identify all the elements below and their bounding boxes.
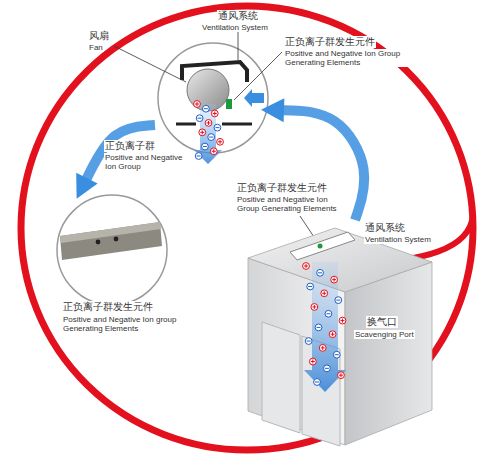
ion-sign — [197, 156, 201, 157]
ion — [195, 153, 202, 160]
ion — [325, 310, 332, 317]
ion-sign — [307, 341, 311, 342]
part-label-english: Positive and Negative Ion Group Generati… — [284, 49, 422, 67]
ion-element — [226, 99, 232, 109]
part-label-english: Ventilation System — [364, 235, 432, 244]
elevator-cabin: 换气口 Scavenging Port — [240, 220, 435, 448]
ion-sign — [331, 332, 335, 336]
air-arrow — [244, 89, 264, 107]
ion — [314, 379, 321, 386]
ion-sign — [322, 291, 326, 295]
ion-sign — [209, 137, 213, 138]
element-plate — [60, 222, 161, 243]
ion — [315, 324, 322, 331]
ion-sign — [312, 305, 316, 309]
ion — [202, 143, 209, 150]
ion-sign — [321, 346, 325, 350]
ion-sign — [335, 354, 339, 355]
ion — [208, 134, 215, 141]
ion — [205, 120, 212, 127]
ion — [329, 331, 336, 338]
ion-sign — [207, 121, 211, 125]
ion — [305, 338, 312, 345]
part-label-english: Positive and Negative Ion Group — [104, 153, 194, 171]
part-label: 正负离子群发生元件 — [236, 182, 328, 194]
ion — [335, 297, 342, 304]
ion — [303, 263, 310, 270]
ion-flow-arrow — [304, 262, 346, 392]
ion — [324, 365, 331, 372]
element-hole — [114, 237, 119, 242]
ion-sign — [213, 111, 217, 115]
ion-sign — [203, 146, 207, 147]
ion — [307, 283, 314, 290]
ventilation-circle — [158, 43, 268, 153]
ion — [309, 358, 316, 365]
ion — [333, 351, 340, 358]
ion — [217, 138, 224, 145]
ion-sign — [326, 313, 330, 314]
ion-sign — [332, 278, 336, 282]
node-subheading: Scavenging Port — [354, 330, 415, 339]
ion — [317, 269, 324, 276]
vent-tube — [290, 232, 355, 260]
ion-sign — [200, 130, 204, 134]
ventilation-system: 通风系统Ventilation System — [155, 8, 273, 158]
part-label: 正负离子群 — [104, 140, 156, 152]
ion-sign — [215, 127, 219, 128]
node-subheading: Positive and Negative Ion group Generati… — [62, 315, 178, 333]
ion-sign — [195, 102, 199, 106]
element-hole — [96, 240, 101, 245]
ion-sign — [336, 300, 340, 301]
cabin-top — [248, 228, 432, 292]
vent-element — [318, 244, 323, 249]
ion-sign — [325, 368, 329, 369]
part-label: 通风系统 — [364, 222, 406, 234]
ion — [339, 317, 346, 324]
red-ring — [21, 6, 473, 450]
part-label-english: Fan — [88, 43, 104, 52]
ion-flow-arrow — [194, 104, 222, 164]
ion — [211, 110, 218, 117]
cabin-front — [248, 258, 345, 445]
ion — [199, 129, 206, 136]
ion-sign — [304, 264, 308, 268]
node-heading: 换气口 — [366, 316, 398, 328]
ion-sign — [212, 149, 216, 153]
ion-sign — [308, 286, 312, 287]
ion — [194, 101, 201, 108]
ion-sign — [204, 108, 208, 109]
element-plate-side — [60, 222, 162, 260]
node-heading: 通风系统 — [217, 10, 259, 22]
ion-sign — [339, 373, 343, 377]
ion-sign — [315, 382, 319, 383]
ion — [331, 276, 338, 283]
ion — [202, 105, 209, 112]
part-label: 正负离子群发生元件 — [284, 36, 376, 48]
ion-element: 正负离子群发生元件 Positive and Negative Ion group… — [52, 188, 202, 340]
ion — [338, 372, 345, 379]
element-circle — [57, 195, 167, 305]
ion — [210, 148, 217, 155]
ion — [311, 304, 318, 311]
ion-sign — [340, 319, 344, 323]
ion — [321, 290, 328, 297]
cabin-side — [345, 262, 432, 445]
ion — [319, 344, 326, 351]
part-label: 风扇 — [88, 30, 110, 42]
node-subheading: Ventilation System — [201, 23, 269, 32]
part-label-english: Positive and Negative Ion Group Generati… — [236, 195, 350, 213]
ion-sign — [198, 118, 202, 119]
node-heading: 正负离子群发生元件 — [62, 301, 154, 313]
cabin-door — [262, 322, 300, 433]
ion-sign — [317, 327, 321, 328]
ion-sign — [311, 360, 315, 364]
ion-sign — [218, 140, 222, 144]
ion — [214, 124, 221, 131]
ion-sign — [318, 272, 322, 273]
ion — [196, 115, 203, 122]
